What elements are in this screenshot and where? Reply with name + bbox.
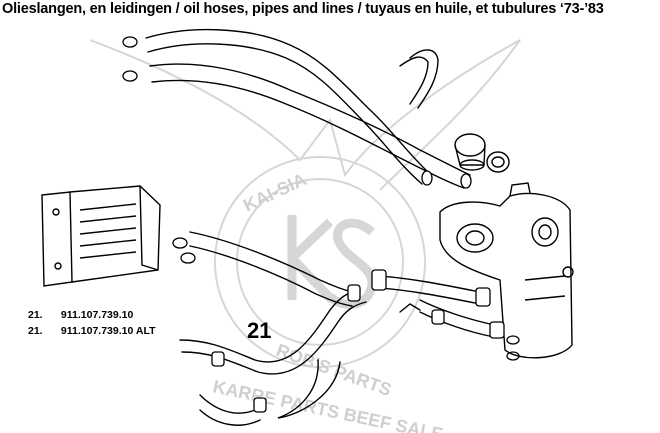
part-ref: 21.	[28, 325, 43, 337]
part-number: 911.107.739.10	[60, 309, 134, 321]
hose-fittings	[211, 269, 505, 413]
oil-filler-cap	[454, 133, 510, 173]
lower-oil-hoses	[179, 231, 496, 426]
hose-clamps	[122, 36, 520, 361]
parts-list: 21. 911.107.739.10 21. 911.107.739.10 AL…	[28, 309, 156, 341]
upper-oil-hoses	[145, 28, 471, 189]
part-callout-label: 21	[247, 318, 272, 343]
part-number: 911.107.739.10 ALT	[60, 325, 156, 337]
svg-text:KAI-SIA: KAI-SIA	[240, 169, 309, 215]
watermark-seal	[89, 39, 521, 368]
part-ref: 21.	[28, 309, 43, 321]
page-title: Olieslangen, en leidingen / oil hoses, p…	[2, 1, 604, 17]
oil-cooler	[41, 185, 161, 287]
oil-tank	[439, 182, 574, 359]
parts-list-row: 21. 911.107.739.10 ALT	[28, 325, 156, 341]
parts-list-row: 21. 911.107.739.10	[28, 309, 156, 325]
